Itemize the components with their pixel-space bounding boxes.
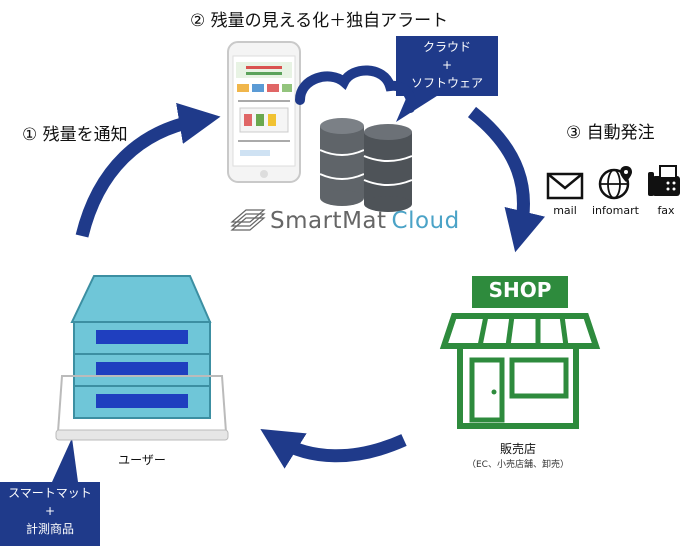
callout-line: 計測商品 bbox=[25, 522, 74, 536]
fax-icon bbox=[648, 165, 680, 196]
arrow-notify bbox=[75, 102, 221, 238]
callout-line: スマートマット bbox=[8, 486, 92, 500]
callout-line: + bbox=[441, 58, 453, 72]
mail-icon bbox=[546, 172, 584, 200]
smartmat-scale-icon bbox=[55, 275, 229, 441]
order-channel-label: mail bbox=[553, 204, 577, 217]
shop-title: 販売店 bbox=[499, 442, 536, 456]
cloud-icon bbox=[295, 65, 416, 113]
globe-pin-icon bbox=[598, 166, 632, 200]
order-channel-label: infomart bbox=[592, 204, 639, 217]
order-channel-label: fax bbox=[657, 204, 675, 217]
brand-cloud: Cloud bbox=[391, 208, 460, 234]
database-icon bbox=[319, 118, 365, 206]
callout-line: + bbox=[44, 504, 56, 518]
arrow-deliver bbox=[260, 428, 407, 469]
database-icon bbox=[363, 124, 413, 212]
cloud-software-callout: クラウド + ソフトウェア bbox=[396, 36, 498, 96]
smartmat-logo-icon bbox=[230, 209, 266, 231]
smartphone-icon bbox=[227, 41, 301, 183]
brand-smartmat: SmartMat bbox=[270, 208, 387, 234]
arrow-order bbox=[467, 106, 546, 253]
step3-label: ③ 自動発注 bbox=[566, 123, 655, 143]
shop-subtitle: （EC、小売店舗、卸売） bbox=[467, 460, 569, 470]
user-label: ユーザー bbox=[118, 453, 166, 467]
device-callout-tail bbox=[52, 438, 78, 482]
callout-line: クラウド bbox=[422, 40, 471, 54]
step2-label: ② 残量の見える化＋独自アラート bbox=[190, 11, 449, 31]
callout-line: ソフトウェア bbox=[410, 76, 483, 90]
shop-sign: SHOP bbox=[488, 278, 552, 302]
device-callout: スマートマット + 計測商品 bbox=[0, 482, 100, 546]
shop-icon bbox=[439, 276, 601, 429]
cloud-callout-tail bbox=[396, 94, 440, 122]
step1-label: ① 残量を通知 bbox=[22, 125, 128, 145]
